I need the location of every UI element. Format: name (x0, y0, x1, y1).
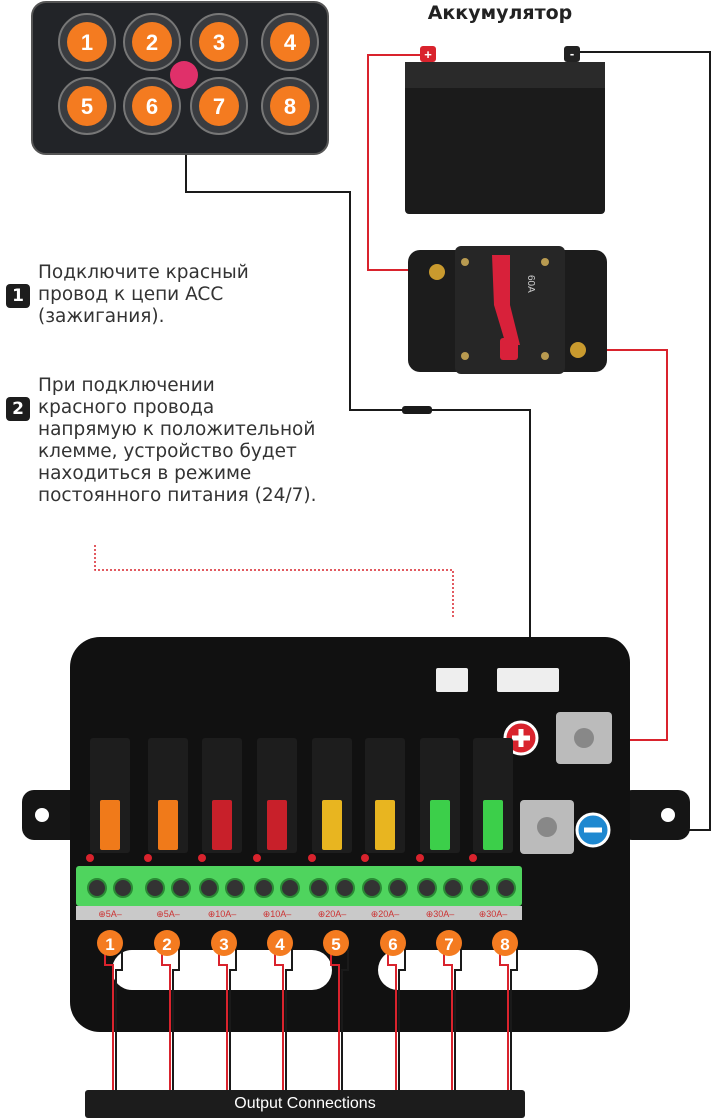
step-2: 2 При подключении красного провода напря… (6, 375, 348, 507)
fuse-5 (322, 800, 342, 850)
keypad-button-1[interactable]: 1 (58, 13, 116, 71)
svg-text:2: 2 (162, 935, 171, 954)
keypad-center-button[interactable] (170, 61, 198, 89)
fuse-rating-label: ⊕20A– (318, 909, 347, 919)
svg-text:1: 1 (81, 30, 93, 55)
connector-small (436, 668, 468, 692)
keypad-button-2[interactable]: 2 (123, 13, 181, 71)
output-connections-label: Output Connections (85, 1090, 525, 1118)
battery-title: Аккумулятор (427, 2, 573, 24)
output-number-5: 5 (323, 930, 349, 956)
minus-icon (575, 812, 611, 848)
fuse-7 (430, 800, 450, 850)
step-1: 1 Подключите красный провод к цепи ACC (… (6, 262, 348, 328)
fuse-rating-label: ⊕10A– (208, 909, 237, 919)
fuse-rating-label: ⊕5A– (98, 909, 122, 919)
svg-text:2: 2 (146, 30, 158, 55)
fuse-8 (483, 800, 503, 850)
output-wire-negative (229, 950, 237, 1090)
svg-text:7: 7 (444, 935, 453, 954)
svg-text:3: 3 (219, 935, 228, 954)
svg-text:5: 5 (81, 94, 93, 119)
connector-large (497, 668, 559, 692)
svg-text:7: 7 (213, 94, 225, 119)
svg-text:3: 3 (213, 30, 225, 55)
keypad-button-8[interactable]: 8 (261, 77, 319, 135)
keypad-button-4[interactable]: 4 (261, 13, 319, 71)
output-wire-negative (285, 950, 293, 1090)
wire-breaker-to-plus (580, 349, 668, 741)
circuit-breaker: 60A (408, 246, 607, 374)
fuse-4 (267, 800, 287, 850)
wire-keypad-to-controller (185, 155, 531, 645)
svg-text:4: 4 (275, 935, 285, 954)
fuse-rating-label: ⊕30A– (479, 909, 508, 919)
svg-text:+: + (424, 47, 432, 62)
breaker-rating: 60A (525, 275, 536, 293)
dotted-guide-line (94, 545, 454, 618)
keypad-button-3[interactable]: 3 (190, 13, 248, 71)
output-number-3: 3 (211, 930, 237, 956)
keypad-button-7[interactable]: 7 (190, 77, 248, 135)
output-wire-negative (510, 950, 518, 1090)
svg-text:8: 8 (500, 935, 509, 954)
fuse-2 (158, 800, 178, 850)
controller-box: ⊕5A– ⊕5A– ⊕10A– ⊕10A– ⊕20A– ⊕20A– ⊕30A– ⊕30A– 1… (22, 637, 690, 1090)
output-number-8: 8 (492, 930, 518, 956)
svg-text:5: 5 (331, 935, 340, 954)
battery-plus-terminal (420, 46, 436, 62)
svg-text:6: 6 (388, 935, 397, 954)
output-wire-negative (341, 950, 349, 1090)
output-number-6: 6 (380, 930, 406, 956)
wire-battery-plus-to-breaker (367, 54, 437, 271)
fuse-1 (100, 800, 120, 850)
output-wire-negative (172, 950, 180, 1090)
step-text: Подключите красный провод к цепи ACC (за… (38, 262, 249, 327)
fuse-rating-label: ⊕10A– (263, 909, 292, 919)
svg-text:-: - (570, 46, 574, 61)
svg-text:8: 8 (284, 94, 296, 119)
svg-text:4: 4 (284, 30, 297, 55)
output-number-1: 1 (97, 930, 123, 956)
fuse-3 (212, 800, 232, 850)
fuse-rating-label: ⊕5A– (156, 909, 180, 919)
step-number: 2 (6, 397, 30, 421)
output-number-7: 7 (436, 930, 462, 956)
step-number: 1 (6, 284, 30, 308)
wire-connector (402, 406, 432, 414)
keypad-button-5[interactable]: 5 (58, 77, 116, 135)
battery-minus-terminal (564, 46, 580, 62)
output-number-4: 4 (267, 930, 293, 956)
battery: + - (405, 46, 605, 214)
fuse-rating-label: ⊕30A– (426, 909, 455, 919)
keypad: 1 2 3 4 5 6 7 8 (31, 1, 329, 155)
keypad-button-6[interactable]: 6 (123, 77, 181, 135)
svg-text:1: 1 (105, 935, 114, 954)
output-wire-negative (454, 950, 462, 1090)
svg-text:6: 6 (146, 94, 158, 119)
output-number-2: 2 (154, 930, 180, 956)
output-wire-negative (115, 950, 123, 1090)
fuse-6 (375, 800, 395, 850)
output-wire-negative (398, 950, 406, 1090)
step-text: При подключении красного провода напряму… (38, 375, 317, 506)
fuse-rating-label: ⊕20A– (371, 909, 400, 919)
